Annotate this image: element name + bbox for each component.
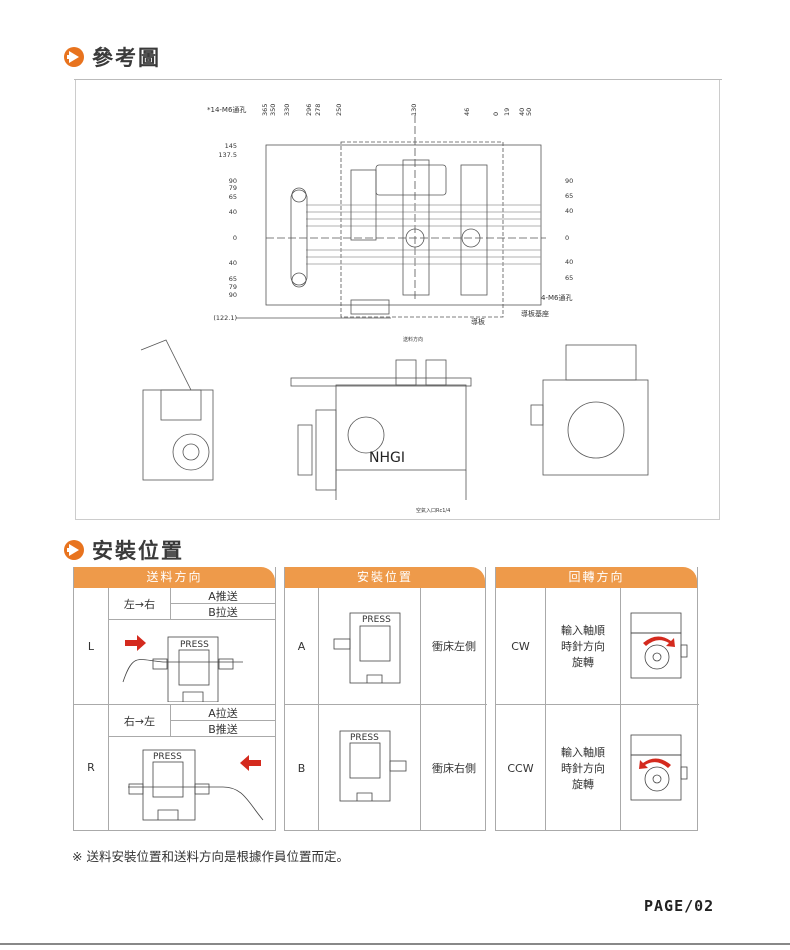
section-title: 安裝位置 — [92, 539, 184, 563]
top-dimension-label: 250 — [335, 104, 343, 116]
table-header: 回轉方向 — [496, 567, 697, 588]
left-dimension-label: 65 — [229, 193, 237, 201]
direction-label: 右→左 — [109, 705, 171, 737]
feed-direction-table: 送料方向 L 左→右 A推送 B拉送 PRESS R 右→左 A拉送 B推送 P… — [73, 567, 276, 831]
right-dimension-label: 0 — [565, 234, 569, 242]
top-dimension-label: 350 — [269, 104, 277, 116]
right-dimension-label: 40 — [565, 258, 573, 266]
right-dimension-label: 90 — [565, 177, 573, 185]
footnote: ※ 送料安裝位置和送料方向是根據作員位置而定。 — [72, 849, 349, 864]
press-diagram: PRESS — [319, 588, 421, 705]
feeder-body — [340, 141, 504, 318]
right-dimension-label: 65 — [565, 192, 573, 200]
left-dimension-label: 90 — [229, 177, 237, 185]
brand-label: NHGI — [369, 450, 405, 466]
option-a: A推送 — [171, 588, 276, 604]
left-dimension-label: 90 — [229, 291, 237, 299]
option-b: B拉送 — [171, 604, 276, 620]
rotation-direction-table: 回轉方向 CW 輸入軸順時針方向旋轉 CCW 輸入軸順時針方向旋轉 — [495, 567, 699, 831]
cw-diagram — [621, 588, 699, 705]
bottom-rule — [0, 943, 790, 945]
callout-feed-direction: 送料方向 — [403, 336, 423, 343]
press-label: PRESS — [153, 752, 182, 762]
section-title: 參考圖 — [92, 46, 161, 70]
press-label: PRESS — [180, 640, 209, 650]
left-dimension-label: (122.1) — [213, 314, 237, 322]
clockwise-arrow-icon — [643, 636, 675, 647]
row-code: CW — [496, 588, 546, 705]
left-dimension-label: 145 — [225, 142, 237, 150]
arrow-right-icon — [124, 635, 146, 651]
arrow-circle-icon — [64, 540, 84, 560]
counterclockwise-arrow-icon — [639, 758, 671, 769]
press-diagram: PRESS — [109, 620, 276, 705]
press-diagram: PRESS — [109, 737, 276, 831]
top-dimension-label: 0 — [492, 112, 500, 116]
option-b: B推送 — [171, 721, 276, 737]
top-dimension-label: 296 — [305, 104, 313, 116]
callout-4-holes: 4-M6通孔 — [541, 293, 572, 302]
row-code: CCW — [496, 705, 546, 831]
top-dimension-label: 46 — [463, 108, 471, 116]
section-heading-reference: 參考圖 — [64, 42, 161, 72]
left-dimension-label: 79 — [229, 184, 237, 192]
ccw-diagram — [621, 705, 699, 831]
direction-label: 左→右 — [109, 588, 171, 620]
install-description: 衝床左側 — [421, 588, 487, 705]
top-dimension-label: 330 — [283, 104, 291, 116]
press-label: PRESS — [362, 615, 391, 625]
right-dimension-label: 65 — [565, 274, 573, 282]
row-code: B — [285, 705, 319, 831]
table-header: 安裝位置 — [285, 567, 485, 588]
left-dimension-label: 79 — [229, 283, 237, 291]
top-dimension-label: 50 — [525, 108, 533, 116]
rotation-description: 輸入軸順時針方向旋轉 — [546, 588, 621, 705]
left-dimension-label: 137.5 — [218, 151, 237, 159]
base-plate — [265, 144, 542, 306]
install-description: 衝床右側 — [432, 762, 476, 775]
top-dimension-label: 130 — [410, 104, 418, 116]
top-dimension-label: 278 — [314, 104, 322, 116]
left-dimension-label: 40 — [229, 259, 237, 267]
rotation-description: 輸入軸順時針方向旋轉 — [546, 705, 621, 831]
row-code: L — [74, 588, 109, 705]
callout-guide-base: 導板基座 — [521, 309, 549, 318]
row-code: R — [74, 705, 109, 831]
left-dimension-label: 65 — [229, 275, 237, 283]
callout-guide: 導板 — [471, 317, 485, 326]
arrow-circle-icon — [64, 47, 84, 67]
left-dimension-label: 0 — [233, 234, 237, 242]
option-a: A拉送 — [171, 705, 276, 721]
top-dimension-label: 365 — [261, 104, 269, 116]
press-label: PRESS — [350, 733, 379, 743]
top-dimension-label: 40 — [518, 108, 526, 116]
table-header: 送料方向 — [74, 567, 275, 588]
section-heading-installation: 安裝位置 — [64, 535, 184, 565]
left-dimension-label: 40 — [229, 208, 237, 216]
row-code: A — [285, 588, 319, 705]
install-position-table: 安裝位置 A PRESS 衝床左側 B PRESS 衝床右側 — [284, 567, 487, 831]
arrow-left-icon — [239, 754, 261, 771]
press-diagram: PRESS — [319, 705, 421, 831]
page-number: PAGE/02 — [644, 897, 715, 915]
top-dimension-label: 19 — [503, 108, 511, 116]
divider — [74, 79, 722, 80]
callout-14-holes: *14-M6通孔 — [207, 105, 246, 114]
right-dimension-label: 40 — [565, 207, 573, 215]
callout-air-inlet: 空氣入口Rc1/4 — [416, 507, 450, 514]
